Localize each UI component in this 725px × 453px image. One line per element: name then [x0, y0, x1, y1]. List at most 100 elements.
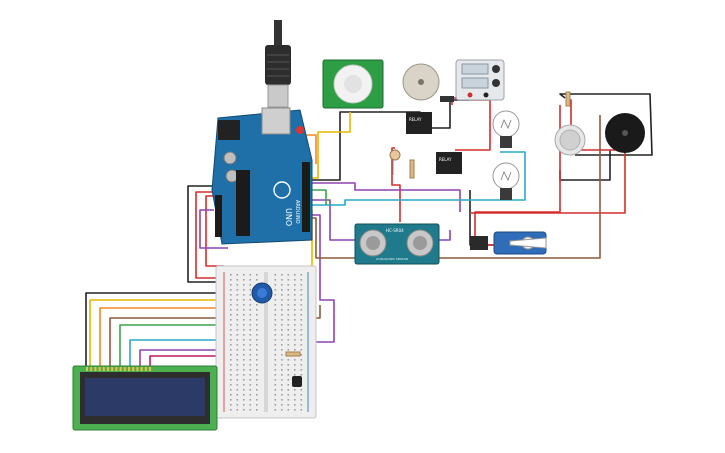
usb-plug-grip: [267, 54, 289, 77]
breadboard-hole: [236, 314, 239, 316]
breadboard-hole: [294, 334, 296, 336]
breadboard-hole: [274, 354, 277, 356]
breadboard-hole: [300, 294, 303, 296]
breadboard-hole: [294, 274, 296, 276]
breadboard-hole: [236, 389, 239, 391]
breadboard-hole: [249, 289, 252, 291]
breadboard-hole: [249, 364, 252, 366]
motor-shaft: [418, 79, 424, 85]
breadboard-hole: [256, 379, 258, 381]
breadboard-hole: [236, 349, 239, 351]
breadboard-hole: [243, 284, 245, 286]
breadboard-hole: [274, 374, 277, 376]
breadboard-hole: [287, 299, 290, 301]
breadboard-hole: [294, 359, 296, 361]
breadboard-hole: [243, 364, 245, 366]
breadboard-hole: [281, 344, 283, 346]
breadboard-hole: [249, 349, 252, 351]
breadboard-hole: [287, 399, 290, 401]
resistor: [285, 351, 301, 357]
breadboard-hole: [249, 374, 252, 376]
servo-connector: [470, 236, 488, 250]
breadboard-hole: [236, 379, 239, 381]
breadboard-hole: [294, 409, 296, 411]
bulb-filament: [500, 119, 512, 129]
breadboard-hole: [274, 394, 277, 396]
breadboard-hole: [249, 344, 252, 346]
breadboard-hole: [236, 354, 239, 356]
breadboard-hole: [256, 399, 258, 401]
breadboard-hole: [294, 374, 296, 376]
breadboard-hole: [249, 359, 252, 361]
servo-horn: [509, 237, 547, 249]
breadboard-hole: [281, 404, 283, 406]
breadboard-hole: [230, 354, 232, 356]
breadboard-hole: [287, 334, 290, 336]
servo-motor: [470, 231, 547, 255]
breadboard-hole: [287, 384, 290, 386]
breadboard-hole: [236, 369, 239, 371]
bulb-2: [492, 162, 520, 200]
breadboard-hole: [236, 334, 239, 336]
breadboard-hole: [287, 329, 290, 331]
breadboard-hole: [249, 279, 252, 281]
breadboard-hole: [294, 394, 296, 396]
breadboard-hole: [300, 304, 303, 306]
breadboard-hole: [300, 389, 303, 391]
wire: [199, 209, 228, 249]
breadboard-hole: [281, 359, 283, 361]
lcd-pin: [144, 367, 147, 371]
breadboard-hole: [300, 404, 303, 406]
breadboard-hole: [287, 319, 290, 321]
wire: [391, 147, 401, 222]
breadboard-hole: [256, 279, 258, 281]
breadboard-hole: [243, 389, 245, 391]
breadboard-hole: [287, 409, 290, 411]
breadboard-hole: [281, 379, 283, 381]
breadboard-hole: [300, 409, 303, 411]
power-supply-terminal: [467, 92, 473, 98]
breadboard-hole: [236, 339, 239, 341]
wire: [276, 214, 335, 343]
breadboard-hole: [230, 394, 232, 396]
potentiometer-knob: [257, 288, 267, 298]
breadboard-hole: [256, 404, 258, 406]
breadboard-hole: [243, 379, 245, 381]
breadboard-hole: [243, 274, 245, 276]
breadboard-hole: [249, 314, 252, 316]
breadboard-hole: [281, 409, 283, 411]
breadboard-hole: [230, 329, 232, 331]
breadboard-hole: [294, 304, 296, 306]
breadboard-hole: [249, 384, 252, 386]
lcd-pin: [119, 367, 122, 371]
breadboard-hole: [243, 409, 245, 411]
breadboard-hole: [274, 324, 277, 326]
breadboard-hole: [256, 339, 258, 341]
wire: [195, 191, 220, 279]
breadboard-hole: [236, 404, 239, 406]
breadboard-hole: [294, 319, 296, 321]
gas-sensor-mesh: [559, 129, 581, 151]
breadboard-hole: [230, 384, 232, 386]
breadboard-hole: [274, 359, 277, 361]
breadboard-hole: [300, 359, 303, 361]
breadboard-hole: [281, 334, 283, 336]
breadboard-hole: [249, 404, 252, 406]
pir-dome-center: [344, 75, 362, 93]
breadboard-hole: [230, 379, 232, 381]
breadboard-hole: [287, 349, 290, 351]
breadboard-hole: [300, 324, 303, 326]
breadboard-hole: [274, 369, 277, 371]
lcd-pin: [128, 367, 130, 371]
breadboard-hole: [281, 294, 283, 296]
breadboard-hole: [287, 364, 290, 366]
arduino-model: UNO: [284, 208, 293, 226]
breadboard-hole: [236, 329, 239, 331]
lcd-pin: [86, 367, 88, 371]
breadboard-hole: [274, 304, 277, 306]
motor-terminal: [440, 96, 454, 102]
power-supply-terminal: [483, 92, 489, 98]
lcd-screen: [85, 378, 205, 416]
usb-cable: [265, 20, 291, 108]
